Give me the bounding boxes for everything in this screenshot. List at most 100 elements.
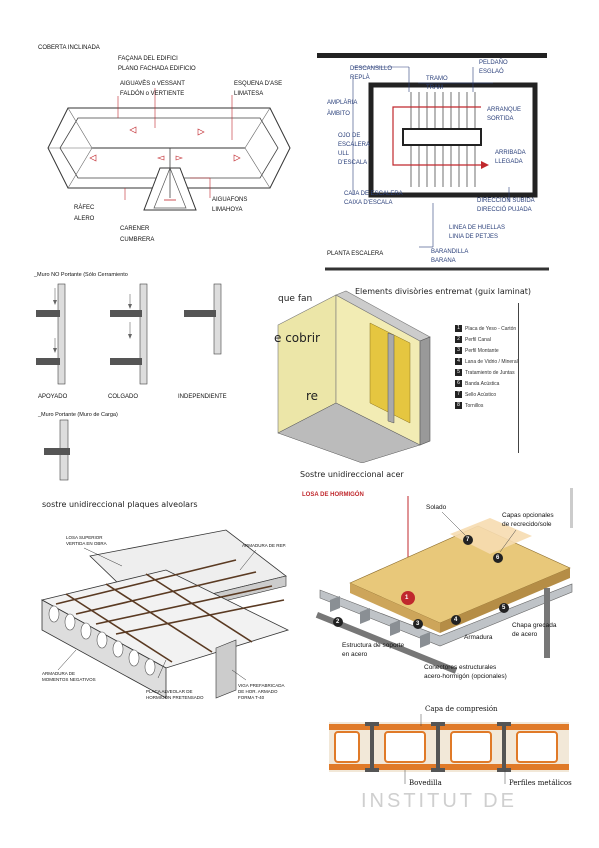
roof-aiguafons: AIGUAFONS (212, 197, 248, 203)
roof-facade-es: PLANO FACHADA EDIFICIO (118, 66, 196, 72)
steel-slab-diagram: LOSA DE HORMIGÓN Solado Capas opcionales… (300, 488, 580, 693)
section-perfiles: Perfiles metálicos (509, 779, 572, 787)
section-watermark: INSTITUT DE (361, 790, 517, 812)
partition-fragment-bot: re (306, 389, 319, 403)
steel-slab-drawing (315, 488, 573, 674)
stair-repla: REPLÀ (350, 75, 370, 81)
stair-ambito: ÀMBITO (327, 111, 350, 117)
stair-ojo: OJO DE (338, 133, 361, 139)
stair-peldano: PELDAÑO (479, 60, 508, 66)
roof-diagram: COBERTA INCLINADA FAÇANA DEL EDIFICI PLA… (30, 40, 300, 255)
hollow-armadura-rep: ARMADURA DE REP. (242, 543, 287, 548)
stair-tramo: TRAMO (426, 76, 448, 82)
hollow-core-heading: sostre unidireccional plaques alveolars (42, 500, 198, 509)
stair-arribada: ARRIBADA (495, 150, 526, 156)
section-diagram: Capa de compresión Bovedilla Perfiles me… (325, 700, 573, 812)
steel-de-acero: de acero (512, 631, 538, 638)
hollow-forma: FORMA T-40 (238, 695, 265, 700)
steel-marker-7: 7 (466, 537, 470, 543)
roof-limahoya: LIMAHOYA (212, 207, 243, 213)
stair-esglao: ESGLAÓ (479, 69, 504, 75)
hollow-viga: VIGA PREFABRICADA (238, 683, 285, 688)
stair-linia-petjes: LINIA DE PETJES (449, 234, 499, 240)
hollow-armadura-mom: ARMADURA DE (42, 671, 76, 676)
section-drawing (329, 714, 569, 784)
roof-faldon: FALDÓN o VERTIENTE (120, 91, 185, 97)
stair-barana: BARANA (431, 258, 456, 264)
stair-drawing (317, 53, 549, 271)
steel-marker-5: 5 (502, 605, 506, 611)
roof-aiguaves: AIGUAVÈS o VESSANT (120, 81, 185, 87)
wall-types-diagram: _Muro NO Portante (Sólo Cerramiento APOY… (30, 272, 270, 487)
steel-conectores: Conectores estructurales (424, 664, 497, 671)
steel-estructura: Estructura de soporte (342, 642, 405, 649)
section-bovedilla: Bovedilla (409, 779, 442, 787)
stair-llegada: LLEGADA (495, 159, 523, 165)
stair-plan-diagram: DESCANSILLO REPLÀ TRAMO TRAM PELDAÑO ESG… (313, 47, 549, 275)
stair-arranque: ARRANQUE (487, 107, 522, 113)
roof-cumbrera: CUMBRERA (120, 237, 155, 243)
hollow-core-drawing (40, 529, 290, 699)
roof-rafec: RÀFEC (74, 205, 95, 211)
steel-marker-6: 6 (496, 555, 500, 561)
wall-types-drawing (36, 283, 222, 481)
partition-fragment-top: que fan (278, 294, 313, 304)
hollow-hormigon: HORMIGÓN PRETENSADO (146, 695, 204, 700)
steel-marker-1: 1 (405, 595, 409, 601)
partition-diagram: Elements divisòries entremat (guix lamin… (270, 283, 570, 463)
steel-acero-hormigon: acero-hormigón (opcionales) (424, 673, 507, 680)
steel-armadura: Armadura (464, 634, 493, 641)
steel-marker-2: 2 (336, 619, 340, 625)
stair-sortida: SORTIDA (487, 116, 514, 122)
stair-linea-huellas: LINEA DE HUELLAS (449, 225, 506, 231)
steel-solado: Solado (426, 504, 447, 511)
stair-caixa: CAIXA D'ESCALA (344, 200, 393, 206)
stair-descansillo: DESCANSILLO (350, 66, 393, 72)
hollow-hor-armado: DE HOR. ARMADO (238, 689, 278, 694)
hollow-placa: PLACA ALVEOLAR DE (146, 689, 193, 694)
wall-non-bearing-title: _Muro NO Portante (Sólo Cerramiento (34, 272, 128, 278)
partition-fragment-mid: e cobrir (274, 331, 320, 345)
roof-limatesa: LIMATESA (234, 91, 264, 97)
steel-capas: Capas opcionales (502, 512, 554, 519)
roof-alero: ALERO (74, 216, 95, 222)
partition-heading: Elements divisòries entremat (guix lamin… (355, 287, 531, 296)
stair-dir-subida: DIRECCIÓN SUBIDA (477, 198, 535, 204)
steel-recrecido: de recrecido/sole (502, 521, 552, 528)
stair-ull: ULL (338, 151, 350, 157)
stair-barandilla: BARANDILLA (431, 249, 469, 255)
steel-chapa: Chapa grecada (512, 622, 557, 629)
wall-bearing-title: _Muro Portante (Muro de Carga) (38, 412, 118, 418)
wall-colgado: COLGADO (108, 394, 139, 400)
stair-tram: TRAM (426, 85, 443, 91)
steel-en-acero: en acero (342, 651, 368, 658)
hollow-core-diagram: LOSA SUPERIOR VERTIDA EN OBRA ARMADURA D… (36, 520, 298, 710)
stair-amplaria: AMPLÀRIA (327, 100, 358, 106)
stair-caja: CAJA DE ESCALERA (344, 191, 403, 197)
steel-marker-3: 3 (416, 621, 420, 627)
steel-slab-heading: Sostre unidireccional acer (300, 470, 404, 479)
roof-facade-ca: FAÇANA DEL EDIFICI (118, 56, 178, 62)
section-capa: Capa de compresión (425, 705, 498, 713)
hollow-momentos: MOMENTOS NEGATIVOS (42, 677, 96, 682)
roof-carener: CARENER (120, 226, 150, 232)
roof-drawing (47, 88, 291, 211)
hollow-vertida: VERTIDA EN OBRA (66, 541, 107, 546)
roof-title: COBERTA INCLINADA (38, 45, 100, 51)
stair-descala: D'ESCALA (338, 160, 368, 166)
stair-planta: PLANTA ESCALERA (327, 251, 384, 257)
partition-drawing (277, 285, 519, 463)
wall-apoyado: APOYADO (38, 394, 68, 400)
hollow-losa-sup: LOSA SUPERIOR (66, 535, 103, 540)
stair-dir-pujada: DIRECCIÓ PUJADA (477, 207, 532, 213)
roof-esquena: ESQUENA D'ASE (234, 81, 283, 87)
steel-marker-4: 4 (454, 617, 458, 623)
